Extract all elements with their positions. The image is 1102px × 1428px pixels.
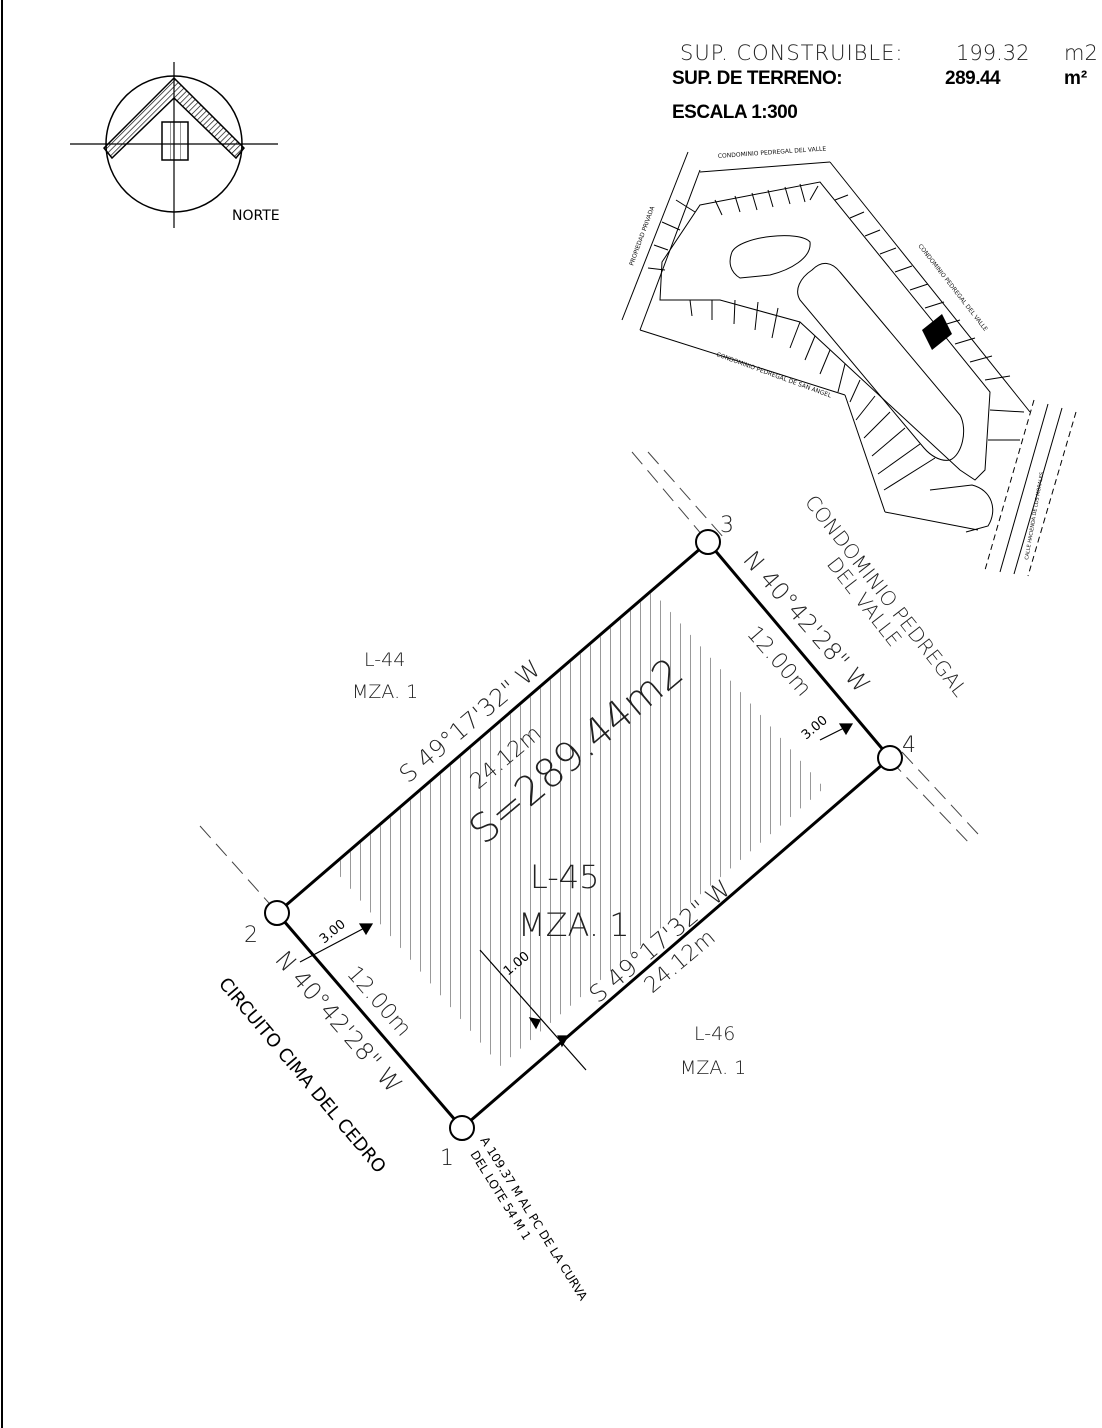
location-map (621, 151, 1077, 577)
setback-dimension-lines (299, 723, 854, 1071)
condominio-label-line1: CONDOMINIO PEDREGAL (800, 490, 972, 701)
sup-terreno-value: 289.44 (945, 68, 1001, 89)
vertex-1-label: 1 (440, 1146, 454, 1171)
reference-note-line1: A 109.37 M AL PC DE LA CURVA (477, 1134, 590, 1303)
highlighted-lot-marker (922, 314, 952, 350)
map-label-street: CALLE HACIENDA DE LOS MORALES (1024, 472, 1045, 561)
vertex-3-marker (695, 529, 721, 555)
vertex-1-marker (449, 1115, 475, 1141)
scale-label: ESCALA 1:300 (672, 102, 797, 123)
lot-id-label: L-45 (530, 858, 600, 896)
neighbor-l44-label: L-44 (364, 649, 405, 671)
vertex-3-label: 3 (720, 513, 734, 538)
extension-lines (199, 451, 979, 913)
sup-construible-unit: m2 (1064, 41, 1098, 65)
vertex-4-marker (877, 745, 903, 771)
map-label-left: PROPIEDAD PRIVADA (628, 204, 656, 266)
sup-construible-value: 199.32 (956, 41, 1029, 65)
north-label: NORTE (232, 208, 280, 224)
sup-terreno-label: SUP. DE TERRENO: (672, 68, 842, 89)
vertex-4-label: 4 (902, 733, 916, 758)
neighbor-l46-label: L-46 (694, 1023, 735, 1045)
street-label: CIRCUITO CIMA DEL CEDRO (214, 974, 390, 1178)
map-label-bottom: CONDOMINIO PEDREGAL DE SAN ANGEL (715, 351, 832, 399)
map-label-top: CONDOMINIO PEDREGAL DEL VALLE (718, 145, 827, 160)
setback-sw-value: 3.00 (317, 917, 349, 947)
neighbor-l44-block: MZA. 1 (352, 681, 418, 703)
lot-block-label: MZA. 1 (518, 906, 630, 944)
north-compass-icon (70, 62, 278, 228)
buildable-area-hatch (331, 590, 824, 1066)
neighbor-l46-block: MZA. 1 (680, 1057, 746, 1079)
vertex-2-marker (264, 900, 290, 926)
sup-construible-label: SUP. CONSTRUIBLE: (680, 41, 903, 65)
sup-terreno-unit: m² (1064, 68, 1087, 89)
map-label-right: CONDOMINIO PEDREGAL DEL VALLE (916, 243, 988, 333)
vertex-2-label: 2 (244, 923, 258, 948)
setback-ne-value: 3.00 (799, 713, 831, 743)
